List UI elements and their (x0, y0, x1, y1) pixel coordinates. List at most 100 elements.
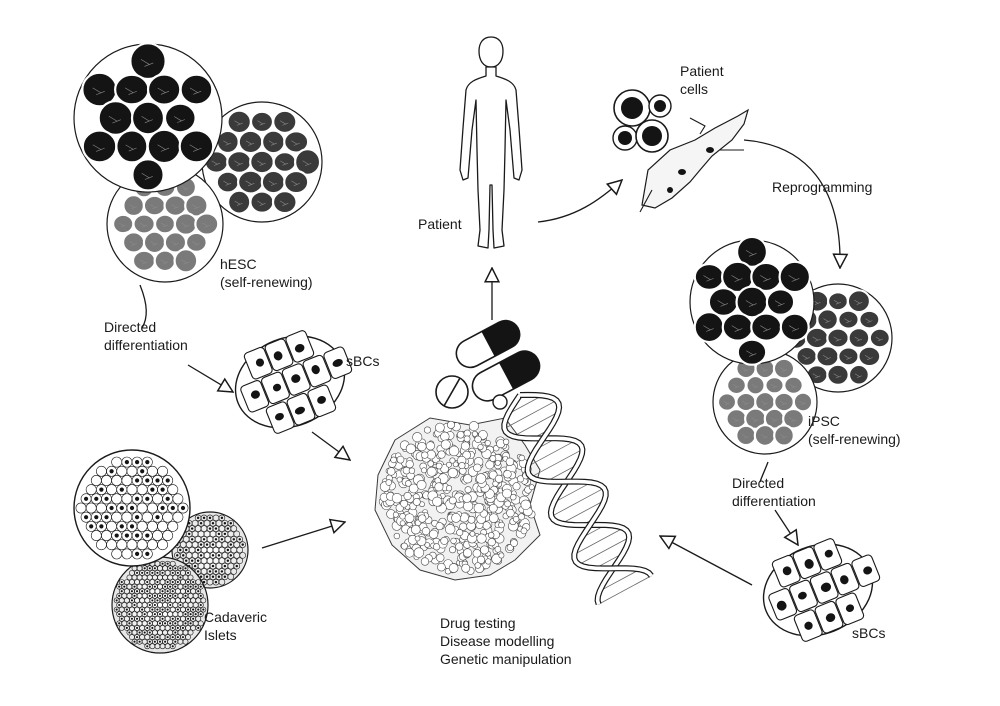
stem-cell (782, 407, 805, 430)
label-cadaveric-1: Cadaveric (204, 609, 268, 625)
stem-cell (735, 424, 757, 447)
stem-cell (772, 357, 796, 380)
label-directed-left-1: Directed (104, 319, 157, 335)
label-cadaveric-2: Islets (204, 627, 237, 643)
stem-cell (778, 260, 812, 294)
stem-cell (146, 73, 182, 106)
patient-cells (612, 89, 749, 213)
label-patient: Patient (418, 216, 462, 232)
arrows (139, 139, 840, 586)
stem-cell (153, 249, 177, 273)
stem-cell (283, 130, 310, 154)
connector-ipsc (759, 461, 769, 483)
label-patient-cells-1: Patient (680, 63, 724, 79)
stem-cell (111, 213, 135, 235)
label-ipsc-1: iPSC (808, 413, 840, 429)
stem-cell (779, 312, 810, 342)
hesc-cluster-light (106, 165, 224, 283)
stem-cell (146, 128, 182, 165)
stem-cell (847, 363, 870, 386)
stem-cell (868, 327, 891, 349)
label-drug-testing: Drug testing (440, 615, 516, 631)
stem-cell (837, 346, 860, 367)
stem-cell (260, 129, 286, 155)
arrow-reprogramming (743, 139, 840, 268)
label-directed-left-2: differentiation (104, 337, 188, 353)
small-tablet (492, 394, 508, 410)
stem-cell (271, 190, 298, 215)
stem-cell (816, 308, 839, 332)
stem-cell (846, 289, 872, 314)
arrow-ipsc-to-sbcs (774, 509, 798, 545)
stem-cell (194, 212, 220, 236)
label-hesc-1: hESC (220, 256, 257, 272)
arrow-sbcs-to-organoid-right (660, 536, 753, 586)
stem-cell (122, 194, 146, 218)
pills-icon (435, 319, 541, 410)
stem-cell (129, 42, 167, 81)
stem-cell (237, 129, 264, 155)
stem-cell (765, 288, 796, 316)
label-sbcs-left: sBCs (346, 353, 380, 369)
stem-cell (272, 109, 298, 135)
label-sbcs-right: sBCs (852, 625, 886, 641)
stem-cell (173, 248, 199, 274)
stem-cell (725, 375, 748, 396)
stem-cell (132, 213, 156, 235)
stem-cell (736, 338, 768, 366)
stem-cell (115, 129, 149, 164)
hesc-colony (73, 42, 323, 283)
stem-cell (693, 311, 725, 344)
stem-cell (226, 189, 252, 215)
ipsc-colony (689, 235, 893, 455)
sbc-cluster-right (762, 538, 881, 642)
stem-cell (857, 345, 882, 368)
stem-cell (826, 327, 850, 349)
stem-cell (249, 190, 275, 214)
stem-cell (858, 309, 881, 330)
stem-cell (226, 150, 253, 174)
stem-cell (81, 129, 118, 164)
arrow-patient-to-cells (537, 180, 622, 223)
stem-cell (121, 231, 146, 254)
stem-cell (753, 423, 777, 447)
stem-cell (837, 309, 860, 330)
sbc-cluster-left (234, 330, 353, 434)
stem-cell (249, 110, 275, 134)
stem-cell (131, 158, 165, 192)
ipsc-cluster-dark (689, 235, 815, 366)
label-directed-right-2: differentiation (732, 493, 816, 509)
stem-cell (184, 231, 208, 253)
organoid (374, 417, 541, 581)
stem-cell (142, 194, 167, 217)
connector-hesc (139, 284, 147, 329)
label-directed-right-1: Directed (732, 475, 785, 491)
label-patient-cells-2: cells (680, 81, 709, 97)
stem-cell (847, 327, 871, 349)
stem-cell (815, 345, 840, 368)
stem-cell (721, 312, 754, 342)
stem-cell (114, 73, 150, 106)
patient-figure-icon (459, 36, 523, 249)
capsule-1 (455, 319, 521, 369)
stem-cell (826, 363, 850, 386)
stem-cell (294, 148, 322, 176)
arrow-hesc-to-sbcs (187, 364, 233, 392)
hesc-cluster-dark (73, 42, 223, 193)
cadaveric-islets (73, 449, 249, 654)
dna-helix-icon (501, 391, 654, 606)
stem-cell (272, 151, 298, 173)
stem-cell (249, 149, 275, 175)
stem-cell (783, 375, 804, 395)
islet-lower (111, 556, 209, 654)
stem-cell (184, 193, 209, 218)
ipsc-cluster-light (712, 349, 818, 455)
stem-cell (97, 100, 134, 136)
hesc-cluster-mid (201, 101, 323, 223)
stem-cell (260, 169, 287, 195)
stem-cell (716, 392, 738, 412)
stem-cell (153, 213, 177, 235)
arrow-islets-to-organoid (261, 522, 345, 549)
